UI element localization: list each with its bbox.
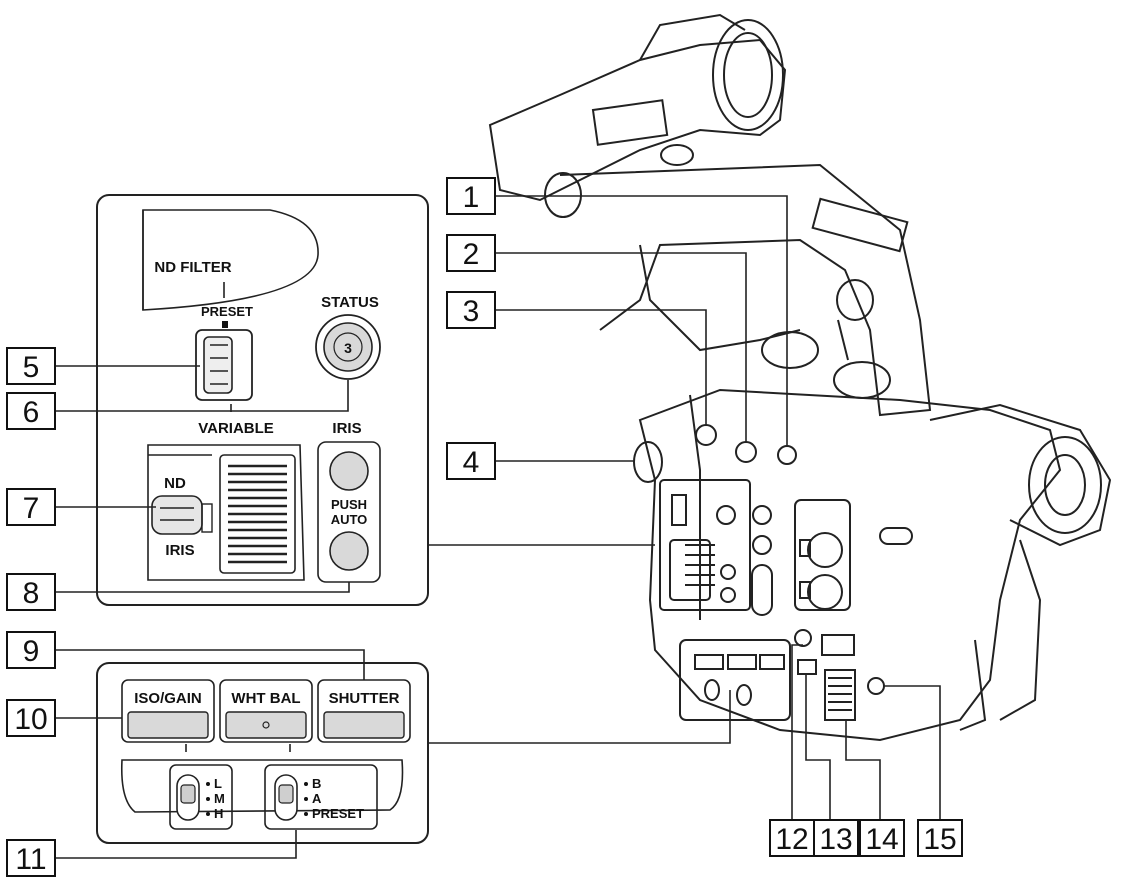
switch-iris-label: IRIS: [165, 542, 194, 559]
iris-label: IRIS: [332, 420, 361, 437]
callout-box-14: [859, 819, 905, 857]
callout-numbers: 1 2 3 4 5 6 7 8 9 10 11 12 13 14 15: [14, 181, 956, 876]
upper-panel-frame: [96, 194, 429, 606]
camera-illustration: [488, 13, 1112, 742]
callout-7: 7: [23, 492, 40, 525]
callout-box-10: [6, 699, 56, 737]
nd-filter-outline: [142, 209, 319, 311]
push-auto-line2: AUTO: [331, 512, 368, 527]
callout-9: 9: [23, 635, 40, 668]
variable-wheel-ridges: [228, 464, 287, 564]
callout-box-3: [446, 291, 496, 329]
upper-detail-panel: ND FILTER PRESET STATUS 3 VARIABLE ND: [96, 194, 429, 606]
nd-filter-label: ND FILTER: [154, 259, 231, 276]
callout-10: 10: [14, 703, 47, 736]
callout-2: 2: [463, 238, 480, 271]
callout-14: 14: [865, 823, 898, 856]
callout-box-8: [6, 573, 56, 611]
push-auto-line1: PUSH: [331, 497, 367, 512]
gain-position-l: L: [214, 776, 222, 791]
variable-label: VARIABLE: [198, 420, 274, 437]
variable-frame: [147, 444, 305, 581]
preset-label: PRESET: [201, 304, 253, 319]
status-label: STATUS: [321, 294, 379, 311]
callout-box-6: [6, 392, 56, 430]
lower-panel-frame: [96, 662, 429, 844]
switch-nd-label: ND: [164, 475, 186, 492]
callout-11: 11: [15, 843, 46, 876]
callout-box-13: [813, 819, 859, 857]
status-button[interactable]: [323, 322, 373, 372]
callout-3: 3: [463, 295, 480, 328]
iso-gain-button[interactable]: [127, 711, 209, 739]
shutter-button[interactable]: [323, 711, 405, 739]
callout-box-1: [446, 177, 496, 215]
callout-13: 13: [819, 823, 852, 856]
nd-iris-switch[interactable]: [151, 495, 203, 535]
wb-position-a: A: [312, 791, 322, 806]
lower-detail-panel: ISO/GAIN WHT BAL SHUTTER L M H B A PRE: [96, 662, 429, 844]
wb-position-preset: PRESET: [312, 806, 364, 821]
callout-box-11: [6, 839, 56, 877]
callout-box-4: [446, 442, 496, 480]
callout-4: 4: [463, 446, 480, 479]
callout-8: 8: [23, 577, 40, 610]
push-auto-button[interactable]: [329, 531, 369, 571]
callout-6: 6: [23, 396, 40, 429]
callout-box-2: [446, 234, 496, 272]
gain-position-m: M: [214, 791, 225, 806]
panel-connectors: [428, 544, 731, 744]
callout-box-7: [6, 488, 56, 526]
callout-1: 1: [463, 181, 480, 214]
callout-box-5: [6, 347, 56, 385]
callout-15: 15: [923, 823, 956, 856]
iso-gain-label: ISO/GAIN: [134, 690, 202, 707]
wht-bal-button[interactable]: [225, 711, 307, 739]
callout-12: 12: [775, 823, 808, 856]
callout-boxes: [6, 177, 963, 877]
callout-box-9: [6, 631, 56, 669]
gain-position-h: H: [214, 806, 223, 821]
shutter-label: SHUTTER: [329, 690, 400, 707]
iris-dial-button[interactable]: [329, 451, 369, 491]
wb-position-b: B: [312, 776, 321, 791]
status-button-number: 3: [344, 340, 352, 356]
wht-bal-label: WHT BAL: [231, 690, 300, 707]
callout-box-15: [917, 819, 963, 857]
callout-5: 5: [23, 351, 40, 384]
leader-lines: [55, 195, 941, 859]
